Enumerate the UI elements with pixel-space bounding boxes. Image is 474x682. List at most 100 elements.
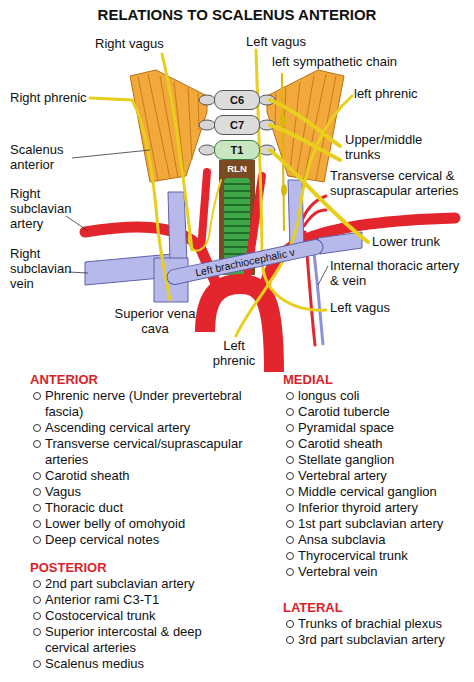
- structure-label: Scalenus anterior: [10, 142, 80, 172]
- list-bullet: [33, 472, 41, 480]
- list-bullet: [286, 440, 294, 448]
- relation-text: 2nd part subclavian artery: [45, 576, 195, 591]
- relation-text: Thyrocervical trunk: [298, 548, 408, 563]
- relation-item: Vagus: [30, 484, 245, 500]
- relation-item: Trunks of brachial plexus: [283, 616, 473, 632]
- list-bullet: [33, 536, 41, 544]
- relation-item: Stellate ganglion: [283, 452, 473, 468]
- right-vagus-nerve: [162, 54, 192, 250]
- left-sympathetic-chain: [282, 74, 284, 230]
- sympathetic-ganglion: [281, 184, 287, 196]
- leader-line: [318, 266, 328, 285]
- list-bullet: [33, 520, 41, 528]
- list-bullet: [33, 488, 41, 496]
- relation-heading: POSTERIOR: [30, 560, 107, 575]
- relation-text: Carotid sheath: [45, 468, 130, 483]
- relation-item: Ansa subclavia: [283, 532, 473, 548]
- relation-item: Superior intercostal & deep cervical art…: [30, 624, 245, 656]
- list-bullet: [33, 504, 41, 512]
- relation-text: Superior intercostal & deep cervical art…: [45, 624, 202, 655]
- relation-text: longus coli: [298, 388, 359, 403]
- left-scalenus-muscle: [267, 70, 344, 182]
- relation-text: Vertebral artery: [298, 468, 387, 483]
- relation-item: 2nd part subclavian artery: [30, 576, 245, 592]
- nerves: [90, 50, 368, 336]
- relation-heading-row: LATERAL: [283, 600, 473, 616]
- list-bullet: [33, 596, 41, 604]
- internal-thoracic-vein: [313, 244, 323, 345]
- transverse-process: [199, 145, 215, 155]
- structure-label: Left phrenic: [206, 338, 262, 368]
- structure-label: Right subclavian artery: [10, 186, 80, 231]
- relation-item: Thyrocervical trunk: [283, 548, 473, 564]
- relation-item: Carotid sheath: [283, 436, 473, 452]
- relation-text: Scalenus medius: [45, 656, 144, 671]
- relation-item: Lower belly of omohyoid: [30, 516, 245, 532]
- relation-item: Phrenic nerve (Under prevertebral fascia…: [30, 388, 245, 420]
- transverse-process: [199, 95, 215, 105]
- relation-column: ANTERIORPhrenic nerve (Under prevertebra…: [30, 372, 245, 672]
- vertebra-body: T1: [214, 140, 260, 160]
- structure-label: Superior vena cava: [112, 306, 198, 336]
- relation-heading-row: ANTERIOR: [30, 372, 245, 388]
- relation-heading-row: POSTERIOR: [30, 560, 245, 576]
- structure-label: Lower trunk: [372, 234, 440, 249]
- node-text: C6: [230, 95, 244, 106]
- left-vagus-nerve: [256, 50, 326, 310]
- relation-item: 3rd part subclavian artery: [283, 632, 473, 648]
- list-bullet: [286, 568, 294, 576]
- list-bullet: [33, 580, 41, 588]
- list-bullet: [286, 488, 294, 496]
- list-bullet: [286, 504, 294, 512]
- list-bullet: [286, 620, 294, 628]
- leader-line: [66, 216, 88, 231]
- right-phrenic-nerve: [90, 98, 170, 300]
- list-bullet: [286, 408, 294, 416]
- structure-label: Transverse cervical & suprascapular arte…: [330, 168, 472, 198]
- left-subclavian-vein: [318, 232, 362, 254]
- list-bullet: [33, 660, 41, 668]
- sympathetic-ganglion: [280, 114, 286, 126]
- diagram-title: RELATIONS TO SCALENUS ANTERIOR: [0, 6, 474, 24]
- list-bullet: [286, 472, 294, 480]
- vertebra-body: C6: [214, 90, 260, 110]
- list-bullet: [33, 424, 41, 432]
- node-text: C7: [230, 120, 244, 131]
- relation-text: Trunks of brachial plexus: [298, 616, 442, 631]
- list-bullet: [33, 392, 41, 400]
- structure-label: Right vagus: [95, 36, 164, 51]
- relation-item: Carotid sheath: [30, 468, 245, 484]
- list-bullet: [286, 424, 294, 432]
- list-bullet: [286, 552, 294, 560]
- relation-text: Pyramidal space: [298, 420, 394, 435]
- relation-text: Vertebral vein: [298, 564, 378, 579]
- suprascapular-artery: [304, 210, 326, 226]
- relation-item: Vertebral vein: [283, 564, 473, 580]
- relation-text: Phrenic nerve (Under prevertebral fascia…: [45, 388, 242, 419]
- structure-label: Right subclavian vein: [10, 246, 80, 291]
- right-internal-jugular-vein: [168, 192, 187, 262]
- scalenus-anterior-muscles: [130, 70, 344, 182]
- relation-heading: MEDIAL: [283, 372, 333, 387]
- relation-item: Deep cervical notes: [30, 532, 245, 548]
- list-bullet: [286, 536, 294, 544]
- relation-item: Inferior thyroid artery: [283, 500, 473, 516]
- list-bullet: [33, 628, 41, 636]
- relation-text: Inferior thyroid artery: [298, 500, 418, 515]
- relation-column: MEDIALlongus coliCarotid tuberclePyramid…: [283, 372, 473, 648]
- structure-label: Left vagus: [330, 300, 390, 315]
- transverse-process: [199, 120, 215, 130]
- relation-item: Middle cervical ganglion: [283, 484, 473, 500]
- relation-item: Ascending cervical artery: [30, 420, 245, 436]
- brachial-plexus-trunk: [270, 125, 340, 160]
- relation-item: Pyramidal space: [283, 420, 473, 436]
- relation-text: Thoracic duct: [45, 500, 123, 515]
- veins: [85, 180, 362, 345]
- relation-item: Costocervical trunk: [30, 608, 245, 624]
- relation-text: Middle cervical ganglion: [298, 484, 437, 499]
- relation-text: 3rd part subclavian artery: [298, 632, 445, 647]
- relation-text: Ansa subclavia: [298, 532, 385, 547]
- right-common-carotid: [201, 172, 207, 250]
- relation-text: Carotid sheath: [298, 436, 383, 451]
